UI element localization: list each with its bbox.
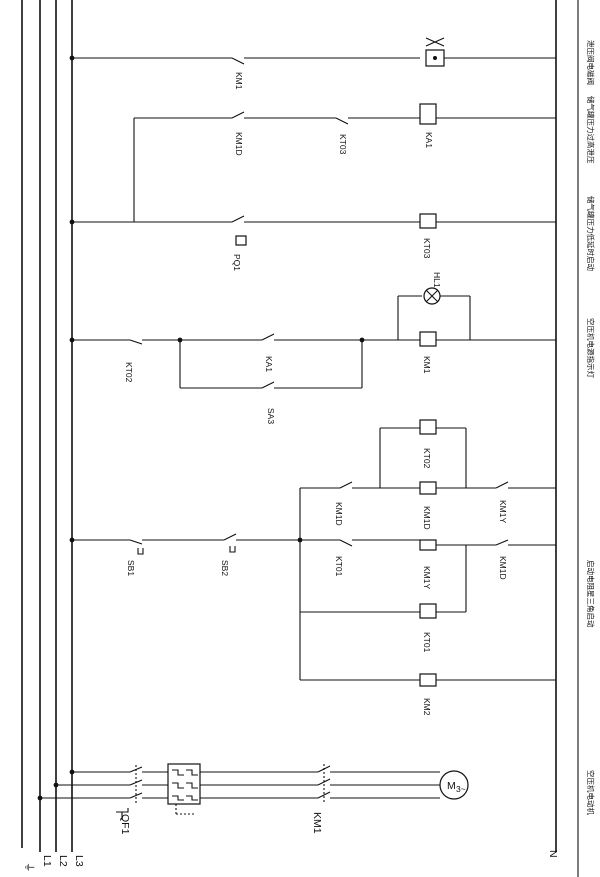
coil-km1d	[419, 481, 437, 495]
coil-kt01	[419, 603, 437, 619]
km1y-nc-label: KM1Y	[498, 500, 508, 523]
rung-star-delta: SB1 SB2 KT01 KM1Y KM1D KM1D KM1D KM1Y	[69, 419, 556, 716]
bus-label-n: N	[547, 850, 559, 858]
kt03-coil-label: KT03	[422, 238, 432, 259]
kt01-contact-label: KT01	[334, 556, 344, 577]
km1d-nc-label: KM1D	[498, 556, 508, 580]
hl1-label: HL1	[432, 272, 442, 288]
breaker-label: QF1	[119, 814, 131, 835]
pq1-label: PQ1	[232, 254, 242, 271]
ka1-coil-label: KA1	[424, 132, 434, 148]
bus-labels: ⏚ L1 L2 L3 N	[23, 850, 559, 873]
motor	[439, 770, 469, 800]
km1y-coil-label: KM1Y	[422, 566, 432, 589]
bus-label-l2: L2	[57, 855, 69, 867]
kt02-contact-label: KT02	[124, 362, 134, 383]
coil-km1y	[419, 539, 437, 551]
bus-label-l1: L1	[41, 855, 53, 867]
coil-ka1	[419, 103, 437, 125]
rung-description-column: 空压机电动机 启动电阻星三角启动 空压机电源指示灯 储气罐压力低延时启动 储气罐…	[586, 40, 596, 815]
bus-label-l3: L3	[73, 855, 85, 867]
km1-nc-label: KM1	[234, 72, 244, 90]
sb1-label: SB1	[126, 560, 136, 576]
motor-label: M	[447, 780, 456, 792]
rung-desc-pressure-high: 储气罐压力过高泄压	[586, 96, 596, 164]
rung-desc-motor: 空压机电动机	[586, 770, 596, 815]
supply-buses	[21, 0, 579, 877]
kt03-contact-label: KT03	[338, 134, 348, 155]
ka1-contact-label: KA1	[264, 356, 274, 372]
kt01-coil-label: KT01	[422, 632, 432, 653]
thermal-overload-relay	[167, 763, 201, 805]
pressure-switch-pq1	[235, 235, 247, 246]
coil-km1	[419, 331, 437, 347]
rung-desc-power-lamp: 空压机电源指示灯	[586, 318, 596, 378]
km1d-contact2-label: KM1D	[234, 132, 244, 156]
main-contactor-label: KM1	[311, 812, 323, 834]
rung-desc-pressure-low: 储气罐压力低延时启动	[586, 196, 596, 271]
rung-pressure-high: KM1D KT03 KA1	[134, 103, 556, 156]
sb2-label: SB2	[220, 560, 230, 576]
coil-kt02	[419, 419, 437, 435]
bus-label-pe: ⏚	[23, 862, 35, 873]
coil-kt03	[419, 213, 437, 229]
km2-coil-label: KM2	[422, 698, 432, 716]
sa3-label: SA3	[266, 408, 276, 424]
km1d-coil-label: KM1D	[422, 506, 432, 530]
kt02-coil-label: KT02	[422, 448, 432, 469]
coil-km2	[419, 673, 437, 687]
rung-desc-solenoid: 泄压阀电磁阀	[586, 40, 596, 85]
main-power-circuit: QF1 KM1 M 3~	[37, 763, 469, 835]
rung-pressure-low: PQ1 KT03	[69, 118, 556, 271]
rung-solenoid: KM1	[69, 37, 556, 90]
rung-desc-star-delta: 启动电阻星三角启动	[586, 560, 596, 628]
svg-text:3~: 3~	[456, 784, 466, 794]
km1-coil-label: KM1	[422, 356, 432, 374]
km1d-aux-label: KM1D	[334, 502, 344, 526]
rung-power-lamp: KT02 KA1 SA3 KM1 HL1	[69, 272, 556, 424]
